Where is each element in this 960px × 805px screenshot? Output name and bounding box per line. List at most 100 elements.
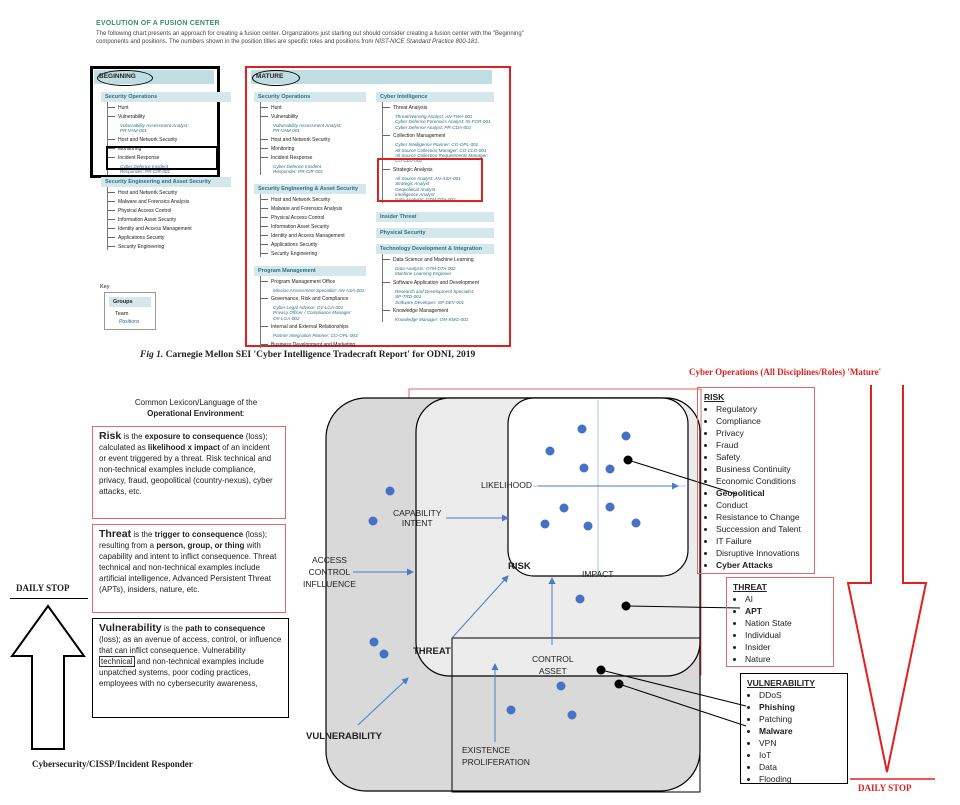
list-item: Flooding [759,773,841,785]
dot [575,594,585,604]
org-position: Cyber Legal Advisor: OV-LGA-001 [273,305,344,311]
list-item: Insider [745,641,827,653]
dot [368,516,378,526]
dot [583,521,593,531]
org-position: PR-VAM-001 [273,128,300,134]
section-header: Insider Threat [376,211,494,222]
dot [385,486,395,496]
org-item: Identity and Access Management [108,226,231,232]
org-item: Host and Network Security [108,137,231,143]
org-position: Cyber Defense Analyst: PR-CDA-001 [395,124,472,130]
dot [506,705,516,715]
responder-label: Cybersecurity/CISSP/Incident Responder [32,759,193,769]
asset-dots [506,681,577,720]
section-header: Security Engineering and Asset Security [101,177,231,187]
org-position: Responder: PR-CIR-001 [120,169,171,175]
org-position: Geopolitical Analyst [395,186,436,192]
mature-highlight-box [245,66,511,347]
org-position: Data Analysts: OTM-DTA-002 [395,265,456,271]
list-item: Patching [759,713,841,725]
org-position: Machine Learning Engineer [395,271,452,277]
section-header: Program Management [254,265,366,276]
list-item: IoT [759,749,841,761]
org-item: Incident Response [108,155,231,161]
key-team: Team [115,311,129,317]
org-item: Collection Management [383,133,494,139]
org-item: Vulnerability [108,114,231,120]
list-item: Regulatory [716,403,808,415]
key-groups: Groups [109,297,151,307]
org-item: Hunt [261,105,366,111]
list-item: AI [745,593,827,605]
strategic-analysis-highlight [377,158,483,202]
vuln-leader-2 [618,683,747,727]
org-item: Business Development and Marketing [261,342,366,348]
org-position: Partner Integration Planner: CO-OPL-003 [273,333,358,339]
beginning-circle [97,70,153,86]
list-item: Safety [716,451,808,463]
dot [567,710,577,720]
threat-label: THREAT [413,646,451,657]
threat-leader [625,605,741,609]
section-header: Security Operations [254,92,366,102]
org-position: Threat/Warning Analyst: AN-TWA-001 [395,114,473,119]
org-position: OV-LGA-002 [273,315,300,321]
list-item: Compliance [716,415,808,427]
vuln-highlight-dot-2 [614,679,624,689]
org-item: Applications Security [108,235,231,241]
vulnerability-list-title: VULNERABILITY [747,678,815,688]
risk-dots [540,424,641,531]
list-item: Disruptive Innovations [716,547,808,559]
org-item: Vulnerability [261,114,366,120]
dot [579,463,589,473]
org-position: All Source Collection Requirements Manag… [395,153,488,159]
threat-arrow [451,575,509,639]
risk-definition: Risk is the exposure to consequence (los… [92,426,286,519]
vulnerability-list: DDoSPhishingPatchingMalwareVPNIoTDataFlo… [747,689,841,785]
list-item: Resistance to Change [716,511,808,523]
org-position: Software Developer: SP-DEV-001 [395,299,465,305]
org-position: Responder: PR-CIR-001 [273,169,324,175]
list-item: Phishing [759,701,841,713]
org-item: Physical Access Control [108,208,231,214]
org-item: Malware and Forensics Analysis [108,199,231,205]
vuln-leader-1 [600,669,747,707]
dot [559,503,569,513]
list-item: Business Continuity [716,463,808,475]
list-item: Conduct [716,499,808,511]
list-item: Fraud [716,439,808,451]
org-item: Internal and External Relationships [261,324,366,330]
list-item: Individual [745,629,827,641]
section-header: Physical Security [376,227,494,238]
risk-list-box: RISK RegulatoryCompliancePrivacyFraudSaf… [697,387,815,574]
incident-response-highlight [106,146,218,170]
org-item: Software Application and Development [383,280,494,286]
key-box: Groups Team Positions [104,292,156,330]
list-item: Geopolitical [716,487,808,499]
org-item: Security Engineering [108,244,231,250]
beginning-highlight-box [90,66,220,178]
dot [605,502,615,512]
org-position: All Source Analyst: AN-ASA-001 [395,175,461,181]
org-item: Physical Access Control [261,215,366,221]
dot [605,464,615,474]
threat-list: AIAPTNation StateIndividualInsiderNature [733,593,827,665]
list-item: Nature [745,653,827,665]
section-header: Cyber Intelligence [376,92,494,102]
vulnerability-arrow [357,677,409,726]
org-position: Vulnerability Assessment Analyst: [273,123,342,128]
org-item: Malware and Forensics Analysis [261,206,366,212]
dot [545,446,555,456]
org-position: Strategic Analyst [395,181,430,187]
figure-title: EVOLUTION OF A FUSION CENTER [96,20,220,27]
